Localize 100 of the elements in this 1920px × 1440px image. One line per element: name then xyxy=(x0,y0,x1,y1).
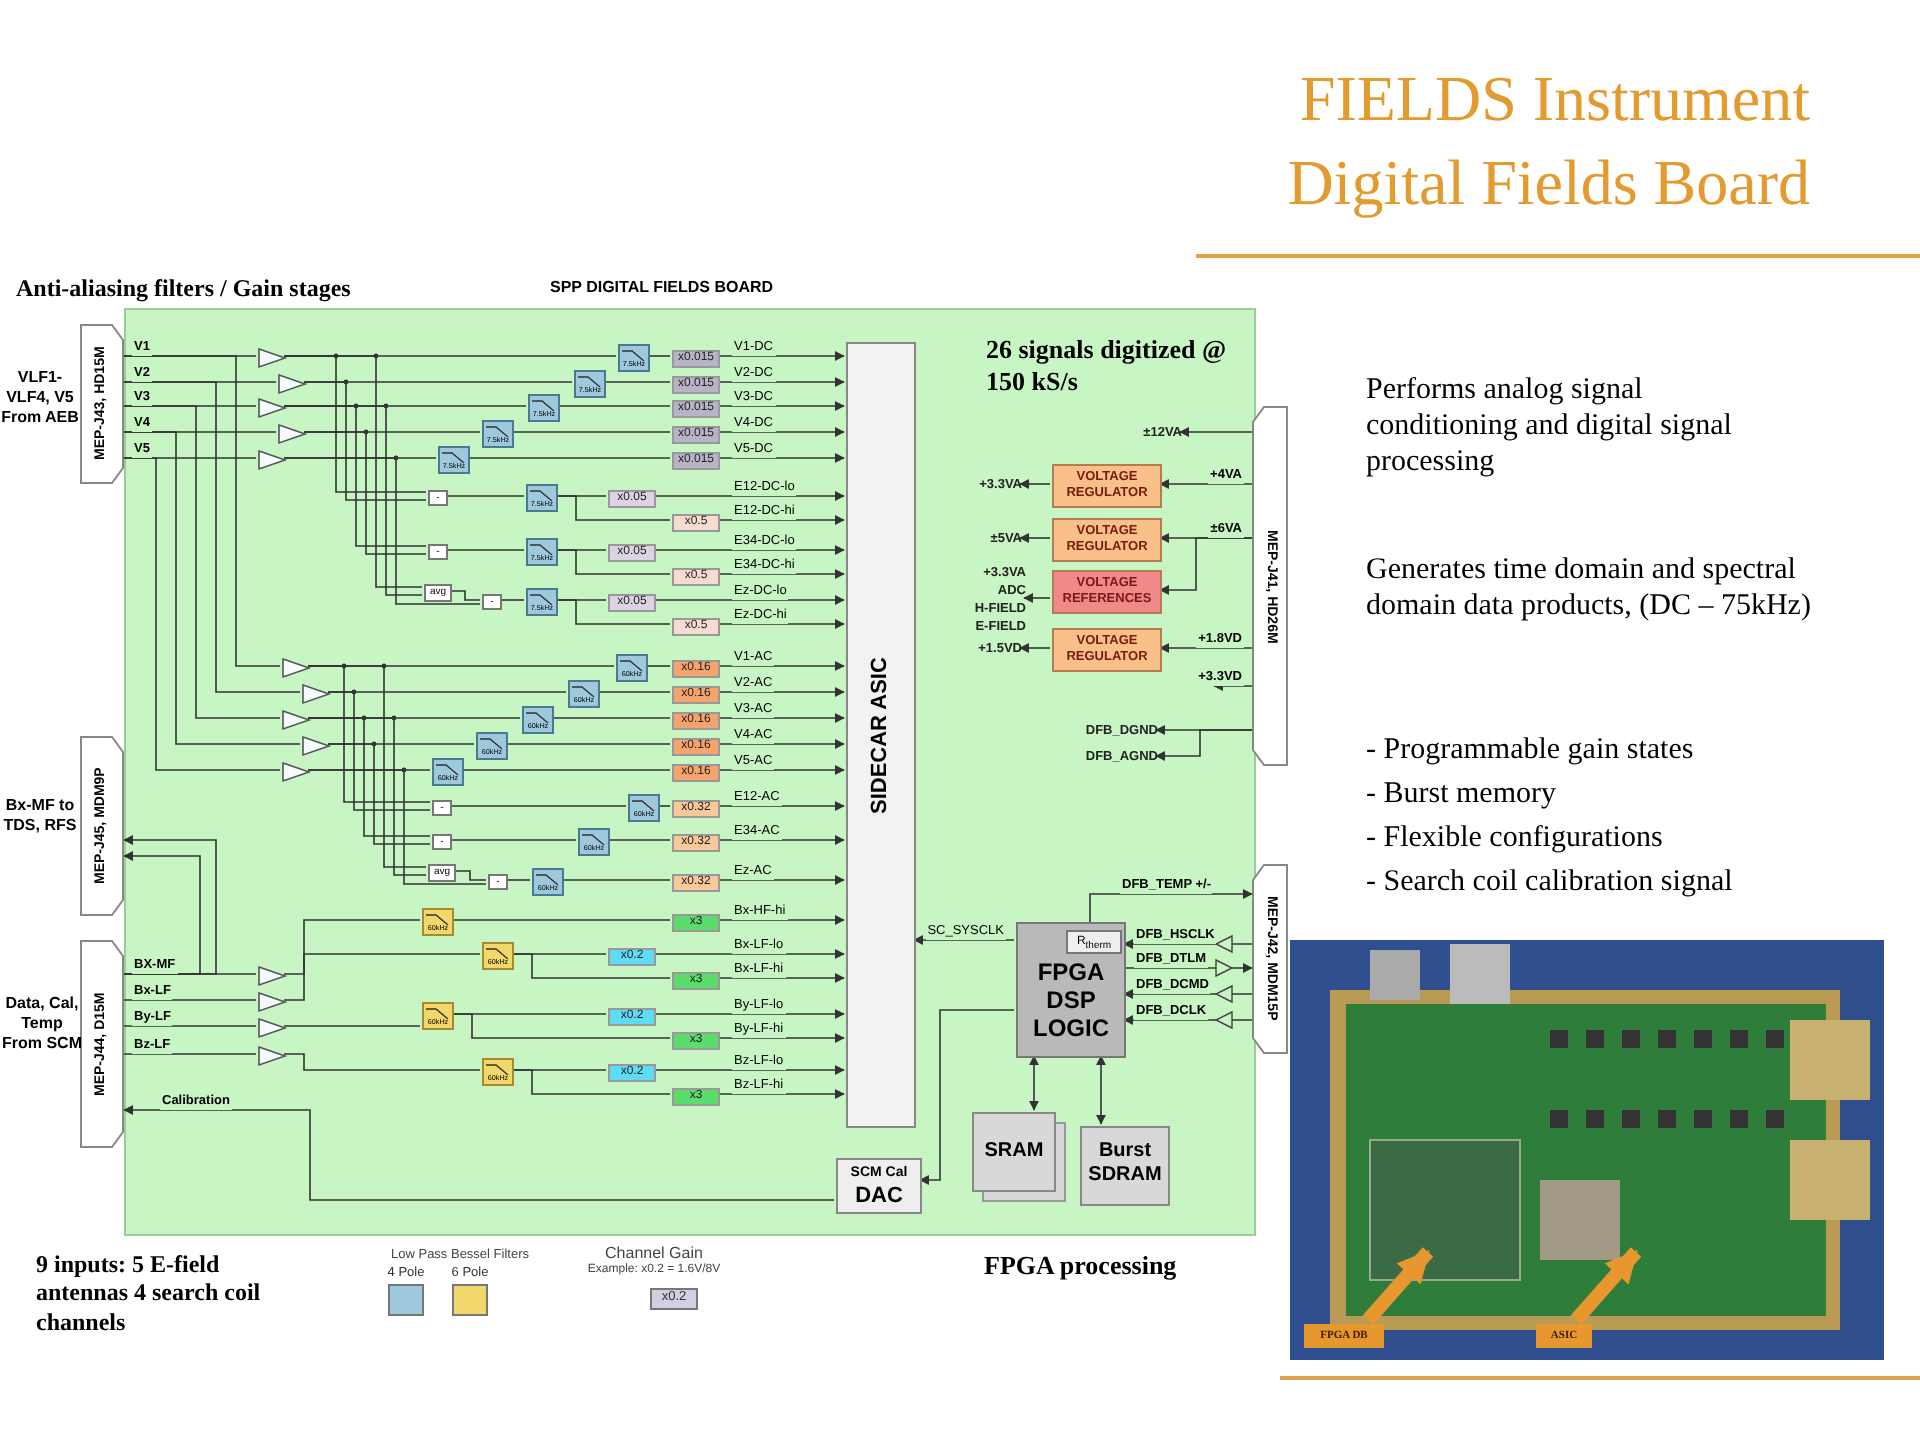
signal-wire xyxy=(283,953,481,1001)
filter-block xyxy=(616,654,648,682)
regulator-block xyxy=(1052,518,1162,562)
gain-box xyxy=(672,763,720,781)
gain-box xyxy=(672,1087,720,1105)
amplifier-symbol xyxy=(258,348,286,368)
amplifier-symbol xyxy=(258,992,286,1012)
arrow xyxy=(717,427,845,437)
arrow xyxy=(717,569,845,579)
gain-box xyxy=(672,833,720,851)
connector-block xyxy=(80,736,124,916)
signal-wire xyxy=(555,549,671,575)
filter-block xyxy=(526,484,558,512)
arrow xyxy=(717,713,845,723)
signal-wire xyxy=(283,405,423,596)
operator-box xyxy=(428,544,448,560)
description-text: Generates time domain and spectral domain data products, (DC – 75kHz) xyxy=(1366,552,1813,624)
note-text: 9 inputs: 5 E-field antennas 4 search coil channels xyxy=(36,1250,263,1337)
arrow xyxy=(717,1033,845,1043)
signal-wire xyxy=(123,1025,257,1027)
filter-block xyxy=(482,942,514,970)
signal-wire xyxy=(123,405,281,719)
arrow xyxy=(653,1009,845,1019)
arrow xyxy=(717,351,845,361)
dac-block xyxy=(836,1158,922,1214)
arrow xyxy=(1213,681,1253,691)
arrow xyxy=(1123,989,1253,999)
gain-box xyxy=(672,567,720,585)
arrow xyxy=(1019,479,1051,489)
amplifier-symbol xyxy=(258,1046,286,1066)
arrow xyxy=(1159,479,1253,489)
signal-wire xyxy=(283,1025,421,1027)
photo-callout-tag xyxy=(1304,1324,1384,1348)
signal-wire xyxy=(303,431,427,555)
signal-wire xyxy=(505,879,531,881)
operator-box xyxy=(488,874,508,890)
signal-wire xyxy=(123,355,281,667)
arrow xyxy=(1123,963,1253,973)
gain-box xyxy=(672,617,720,635)
filter-block xyxy=(422,908,454,936)
signal-wire xyxy=(123,1053,257,1055)
arrow xyxy=(717,1089,845,1099)
arrow xyxy=(717,619,845,629)
signal-wire xyxy=(123,381,301,693)
filter-block xyxy=(482,420,514,448)
gain-box xyxy=(672,425,720,443)
section-heading: FPGA processing xyxy=(984,1250,1179,1282)
arrow xyxy=(717,453,845,463)
arrow xyxy=(717,377,845,387)
filter-block xyxy=(522,706,554,734)
amplifier-symbol xyxy=(258,450,286,470)
gain-box xyxy=(608,543,656,561)
arrow xyxy=(717,875,845,885)
dac-label: DAC xyxy=(853,1184,905,1210)
slide-title: FIELDS Instrument Digital Fields Board xyxy=(1285,60,1810,222)
signal-wire xyxy=(283,355,423,588)
arrow xyxy=(1123,1015,1253,1025)
arrow xyxy=(1019,643,1051,653)
arrow xyxy=(653,949,845,959)
amplifier-symbol xyxy=(282,658,310,678)
signal-wire xyxy=(307,769,487,885)
signal-wire xyxy=(451,919,671,921)
note-text: 26 signals digitized @ 150 kS/s xyxy=(986,334,1229,397)
bullet-text: - Flexible configurations xyxy=(1366,820,1665,856)
signal-wire xyxy=(511,953,671,979)
signal-wire xyxy=(449,839,577,841)
fpga-label: FPGA DSP LOGIC xyxy=(1031,958,1111,1042)
signal-wire xyxy=(607,839,671,841)
connector-block xyxy=(1252,406,1288,766)
filter-block xyxy=(482,1058,514,1086)
double-arrow xyxy=(1029,1055,1039,1111)
signal-wire xyxy=(307,665,427,868)
gain-box xyxy=(608,593,656,611)
signal-wire xyxy=(307,717,427,876)
signal-wire xyxy=(467,457,671,459)
arrow xyxy=(123,835,217,975)
arrow xyxy=(653,545,845,555)
amplifier-symbol xyxy=(282,710,310,730)
arrow xyxy=(919,1009,1015,1185)
arrow xyxy=(653,1065,845,1075)
amplifier-symbol xyxy=(258,398,286,418)
arrow xyxy=(1023,593,1051,603)
operator-box xyxy=(432,800,452,816)
arrow xyxy=(717,765,845,775)
signal-wire xyxy=(645,665,671,667)
regulator-block xyxy=(1052,628,1162,672)
arrow xyxy=(717,739,845,749)
arrow xyxy=(123,851,201,975)
signal-wire xyxy=(449,805,627,807)
operator-box xyxy=(432,834,452,850)
filter-block xyxy=(574,370,606,398)
signal-wire xyxy=(499,599,525,601)
signal-wire xyxy=(561,879,671,881)
gain-box xyxy=(672,375,720,393)
filter-block xyxy=(422,1002,454,1030)
signal-wire xyxy=(647,355,671,357)
memory-label: Burst SDRAM xyxy=(1086,1140,1164,1188)
signal-wire xyxy=(327,691,431,811)
filter-block xyxy=(526,588,558,616)
filter-block xyxy=(532,868,564,896)
